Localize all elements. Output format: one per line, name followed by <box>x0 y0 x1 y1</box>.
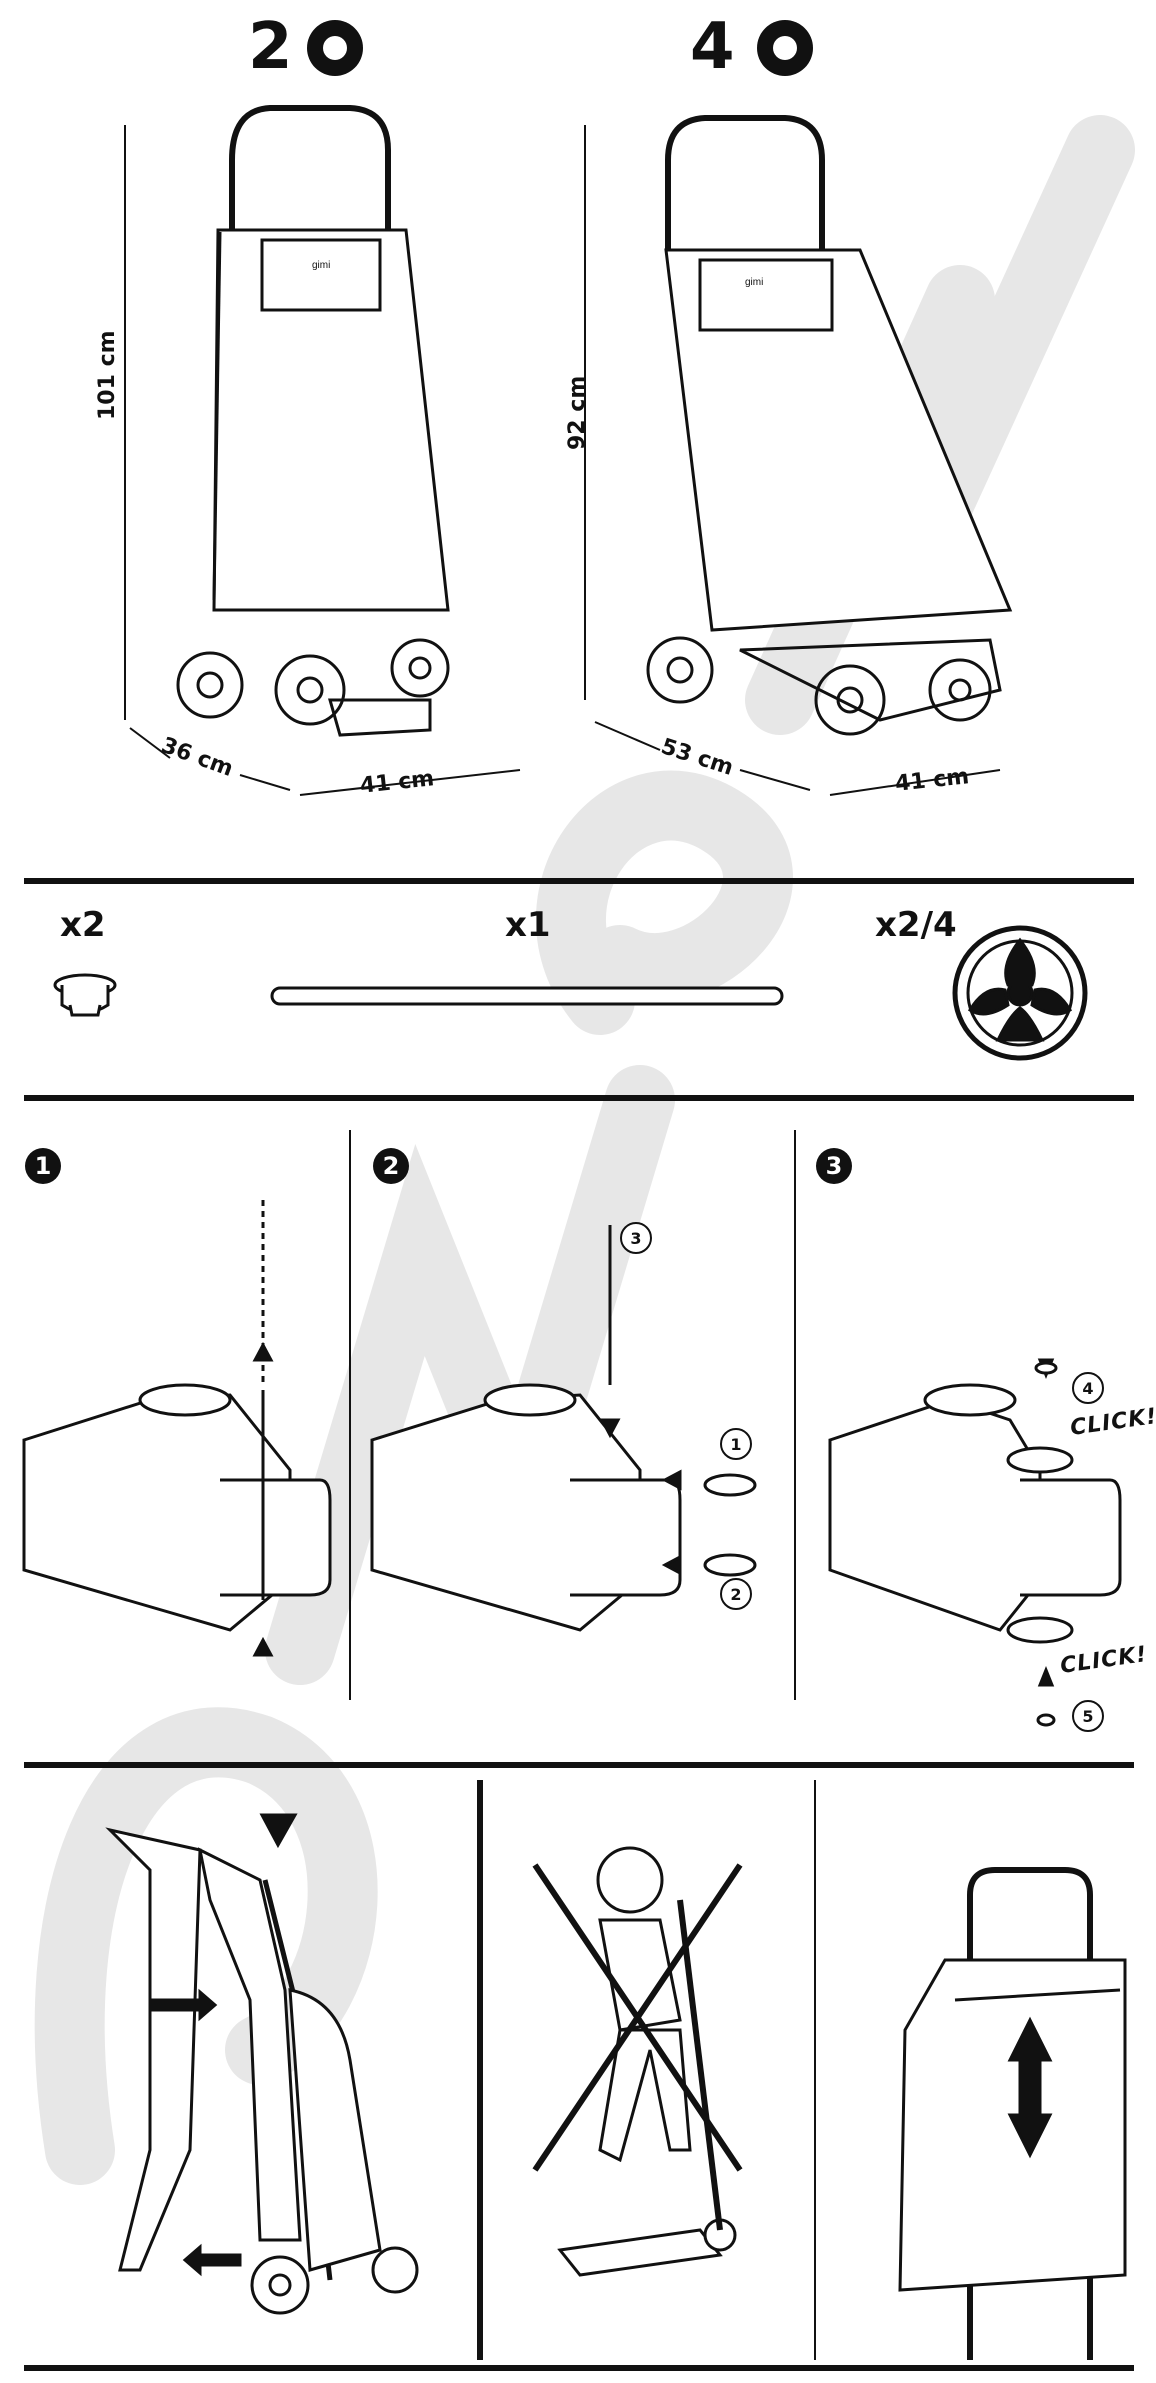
model-2-wheels-title: 2 <box>248 10 295 84</box>
divider-rule <box>24 1095 1134 1101</box>
assembly-steps-illustrations <box>22 1130 1122 1727</box>
model-4-wheels-title: 4 <box>690 10 737 84</box>
wheel-quantity: x2/4 <box>875 905 957 945</box>
trolley-illustrations: gimi gimi <box>124 105 1013 796</box>
callout-3: 3 <box>620 1222 652 1254</box>
parts-illustrations <box>53 925 1088 1061</box>
model-right-number: 4 <box>690 10 737 84</box>
cap-quantity: x2 <box>60 905 106 945</box>
divider-rule <box>24 2365 1134 2371</box>
step-3-badge: 3 <box>816 1148 852 1184</box>
brand-label-right: gimi <box>745 277 763 288</box>
callout-5: 5 <box>1072 1700 1104 1732</box>
divider-rule <box>24 878 1134 884</box>
callout-2: 2 <box>720 1578 752 1610</box>
callout-4: 4 <box>1072 1372 1104 1404</box>
step-2-badge: 2 <box>373 1148 409 1184</box>
model-left-number: 2 <box>248 10 295 84</box>
brand-label-left: gimi <box>312 260 330 271</box>
step-1-badge: 1 <box>25 1148 61 1184</box>
divider-rule <box>24 1762 1134 1768</box>
axle-quantity: x1 <box>505 905 551 945</box>
callout-1: 1 <box>720 1428 752 1460</box>
